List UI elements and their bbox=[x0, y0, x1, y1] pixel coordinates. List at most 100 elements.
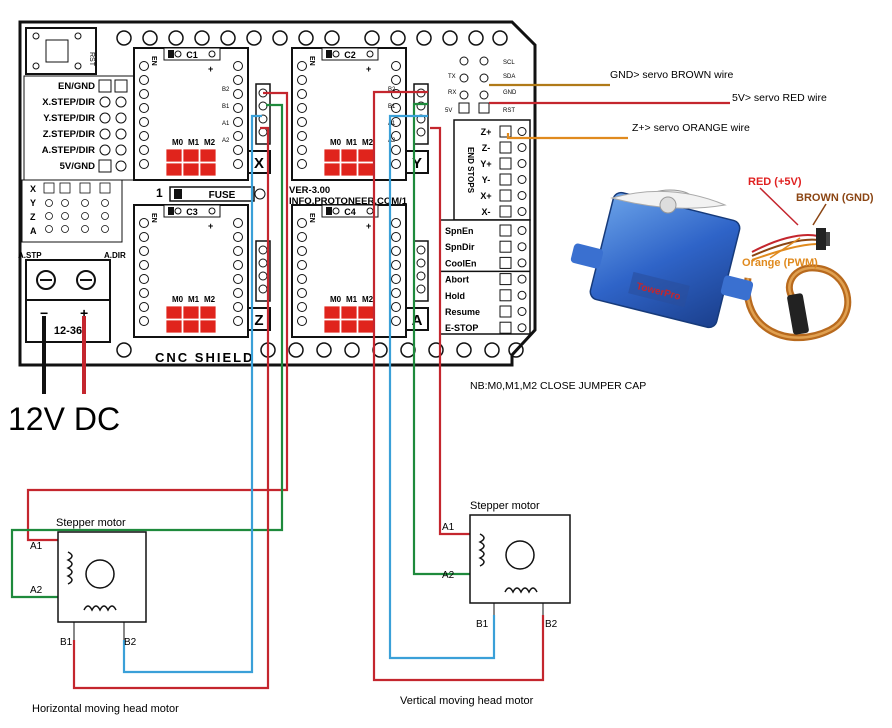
left-motor-caption: Horizontal moving head motor bbox=[32, 703, 179, 715]
label-en-gnd: EN/GND bbox=[58, 81, 95, 92]
axis-clone-grid: X Y Z A A.STP A.DIR bbox=[18, 179, 126, 260]
label-z-step-dir: Z.STEP/DIR bbox=[43, 129, 95, 140]
jumper-label-m2: M2 bbox=[362, 295, 374, 304]
jumper-cap bbox=[199, 162, 217, 177]
left-motor-b2: B2 bbox=[124, 637, 137, 648]
endstop-block: END STOPS Z+Z-Y+Y-X+X- bbox=[453, 119, 531, 221]
power-annotation: 12V DC bbox=[8, 401, 120, 437]
polarity-plus: + bbox=[208, 221, 213, 231]
right-motor-b1: B1 bbox=[476, 619, 489, 630]
label-x-step-dir: X.STEP/DIR bbox=[42, 97, 95, 108]
jumper-cap bbox=[323, 319, 341, 334]
en-label: EN bbox=[308, 56, 315, 66]
axis-label: X bbox=[254, 155, 264, 172]
jumper-label-m0: M0 bbox=[330, 295, 342, 304]
jumper-cap bbox=[182, 162, 200, 177]
right-motor-a1: A1 bbox=[442, 522, 455, 533]
capacitor-label: C1 bbox=[186, 50, 198, 60]
jumper-cap bbox=[182, 148, 200, 163]
pin-label-a1: A1 bbox=[388, 121, 396, 127]
jumper-cap bbox=[323, 305, 341, 320]
pin-label-a2: A2 bbox=[222, 138, 230, 144]
en-label: EN bbox=[150, 213, 157, 223]
jumper-note: NB:M0,M1,M2 CLOSE JUMPER CAP bbox=[470, 380, 646, 392]
jumper-cap bbox=[357, 305, 375, 320]
pin-tx: TX bbox=[448, 74, 456, 80]
jumper-cap bbox=[182, 319, 200, 334]
left-label-block: EN/GND X.STEP/DIR Y.STEP/DIR Z.STEP/DIR … bbox=[23, 75, 137, 181]
jumper-label-m2: M2 bbox=[204, 138, 216, 147]
jumper-label-m0: M0 bbox=[172, 138, 184, 147]
rst-label: RST bbox=[88, 52, 95, 67]
jumper-label-m1: M1 bbox=[346, 138, 358, 147]
minus-sign: − bbox=[40, 305, 48, 321]
jumper-label-m2: M2 bbox=[362, 138, 374, 147]
jumper-cap bbox=[340, 148, 358, 163]
aux-spndir: SpnDir bbox=[445, 242, 475, 252]
servo-red-label: RED (+5V) bbox=[748, 176, 802, 188]
servo-connector-lower bbox=[787, 293, 809, 335]
left-motor-b1: B1 bbox=[60, 637, 73, 648]
aux-coolen: CoolEn bbox=[445, 258, 477, 268]
jumper-label-m1: M1 bbox=[346, 295, 358, 304]
polarity-plus: + bbox=[208, 64, 213, 74]
aux-spnen: SpnEn bbox=[445, 226, 474, 236]
jumper-label-m2: M2 bbox=[204, 295, 216, 304]
jumper-label-m1: M1 bbox=[188, 295, 200, 304]
left-motor-a2: A2 bbox=[30, 585, 43, 596]
y-a2-wire bbox=[412, 102, 470, 576]
grid-x: X bbox=[30, 184, 36, 194]
zplus-annotation: Z+> servo ORANGE wire bbox=[632, 122, 750, 134]
grid-z: Z bbox=[30, 212, 36, 222]
right-motor-caption: Vertical moving head motor bbox=[400, 695, 534, 707]
fuse: 1 FUSE bbox=[156, 186, 266, 202]
jumper-cap bbox=[199, 305, 217, 320]
aux-hold: Hold bbox=[445, 291, 465, 301]
pin-rx: RX bbox=[448, 90, 456, 96]
x-b1-wire bbox=[122, 114, 262, 674]
power-range-label: 12-36 bbox=[54, 325, 82, 337]
x-a2-wire bbox=[10, 103, 284, 599]
pin-label-a1: A1 bbox=[222, 121, 230, 127]
pin-sda: SDA bbox=[503, 74, 515, 80]
aux-estop: E-STOP bbox=[445, 323, 478, 333]
jumper-cap bbox=[182, 305, 200, 320]
endstop-xminus: X- bbox=[482, 207, 491, 217]
capacitor-label: C3 bbox=[186, 207, 198, 217]
a-dir-label: A.DIR bbox=[104, 251, 126, 260]
jumper-cap bbox=[340, 305, 358, 320]
aux-resume: Resume bbox=[445, 307, 480, 317]
right-motor-a2: A2 bbox=[442, 570, 455, 581]
right-motor-title: Stepper motor bbox=[470, 500, 540, 512]
grid-y: Y bbox=[30, 198, 36, 208]
pin-label-b1: B1 bbox=[222, 104, 230, 110]
reset-button: RST bbox=[25, 27, 97, 75]
endstops-title: END STOPS bbox=[466, 147, 475, 194]
pin-5v: 5V bbox=[445, 108, 452, 114]
grid-a: A bbox=[30, 226, 37, 236]
wires bbox=[10, 83, 730, 690]
jumper-cap bbox=[357, 148, 375, 163]
bottom-holes bbox=[116, 342, 524, 358]
cnc-shield-board: RST EN/GND X.STEP/DIR Y.STEP/DIR Z.STEP/… bbox=[18, 20, 537, 367]
axis-label: Z bbox=[254, 312, 263, 329]
right-motor-b2: B2 bbox=[545, 619, 558, 630]
fuse-marker: 1 bbox=[156, 186, 163, 200]
plus-sign: + bbox=[80, 305, 88, 321]
zplus-servo-wire bbox=[506, 133, 628, 140]
left-motor-a1: A1 bbox=[30, 541, 43, 552]
jumper-cap bbox=[323, 162, 341, 177]
5v-annotation: 5V> servo RED wire bbox=[732, 92, 827, 104]
jumper-cap bbox=[199, 319, 217, 334]
left-motor-title: Stepper motor bbox=[56, 517, 126, 529]
endstop-xplus: X+ bbox=[480, 191, 491, 201]
axis-label: Y bbox=[412, 155, 422, 172]
endstop-yplus: Y+ bbox=[480, 159, 491, 169]
jumper-cap bbox=[199, 148, 217, 163]
